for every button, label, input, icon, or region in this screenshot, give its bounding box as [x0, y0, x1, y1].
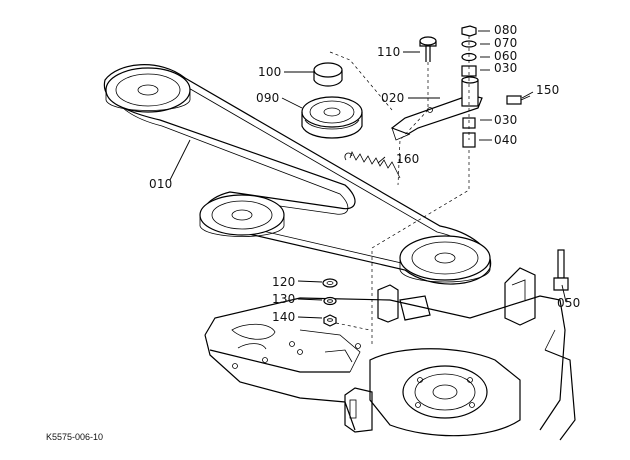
tension-spring	[344, 150, 401, 179]
callout-050: 050	[557, 296, 581, 310]
callout-080: 080	[494, 23, 518, 37]
callout-130: 130	[272, 292, 296, 306]
callout-100: 100	[258, 65, 282, 79]
callout-040: 040	[494, 133, 518, 147]
callout-160: 160	[396, 152, 420, 166]
idler-pulley	[301, 96, 363, 139]
hardware-stack	[461, 25, 479, 148]
tension-arm	[390, 94, 483, 141]
drawing-code: K5575-006-10	[46, 432, 104, 442]
callout-030-bottom: 030	[494, 113, 518, 127]
washer-130	[323, 296, 337, 306]
callout-110: 110	[377, 45, 401, 59]
callout-010: 010	[149, 177, 173, 191]
callout-060: 060	[494, 49, 518, 63]
mower-deck	[204, 267, 576, 441]
assembly-lines	[329, 36, 470, 345]
callout-150: 150	[536, 83, 560, 97]
leader-lines	[169, 30, 567, 319]
washer-120	[322, 278, 338, 288]
nut-140	[323, 314, 337, 327]
callout-070: 070	[494, 36, 518, 50]
callout-090: 090	[256, 91, 280, 105]
left-pulley	[105, 67, 191, 113]
callout-120: 120	[272, 275, 296, 289]
bolt-110	[419, 36, 437, 62]
center-pulley	[199, 194, 285, 237]
callout-030-top: 030	[494, 61, 518, 75]
callout-020: 020	[381, 91, 405, 105]
callout-140: 140	[272, 310, 296, 324]
grease-fitting	[506, 95, 531, 105]
pulley-cap	[313, 62, 343, 87]
bolt-050	[553, 249, 569, 291]
